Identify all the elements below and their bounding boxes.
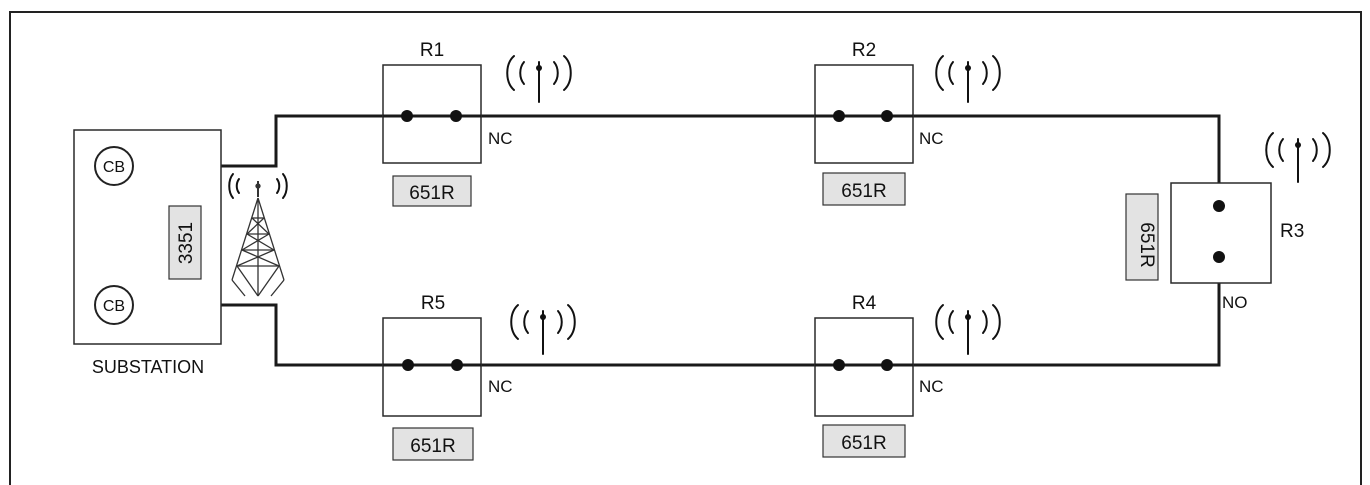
recloser-r5-label: R5 [421, 293, 445, 314]
recloser-r3-label: R3 [1280, 221, 1304, 242]
recloser-r3-model: 651R [1136, 222, 1157, 267]
recloser-r5-state: NC [488, 377, 513, 396]
recloser-r1-state: NC [488, 129, 513, 148]
recloser-r4-label: R4 [852, 293, 877, 314]
bottom-feeder-wire [140, 257, 1221, 367]
recloser-r4-state: NC [919, 377, 944, 396]
controller-tag [168, 205, 202, 280]
recloser-r4: R4 NC 651R [814, 293, 944, 458]
top-feeder-wire [140, 114, 1221, 206]
substation-label: SUBSTATION [92, 357, 204, 377]
outer-frame [9, 11, 1362, 485]
radio-antenna-icon [1265, 132, 1331, 183]
recloser-r2-model: 651R [841, 181, 886, 202]
recloser-r5-model: 651R [410, 436, 455, 457]
feeder-wiring [140, 114, 1255, 367]
recloser-r5: R5 NC 651R [382, 293, 513, 461]
circuit-breaker-bottom-label: CB [103, 298, 125, 315]
radio-antenna-icon [935, 55, 1001, 103]
recloser-r1-model: 651R [409, 183, 454, 204]
recloser-r2: R2 NC 651R [814, 40, 944, 206]
circuit-breaker-top: CB [94, 146, 134, 186]
radio-antenna-icon [510, 304, 576, 355]
recloser-r1-label: R1 [420, 40, 444, 61]
controller-label: 3351 [176, 222, 197, 264]
radio-antenna-icon [506, 55, 572, 103]
circuit-breaker-top-label: CB [103, 159, 125, 176]
recloser-r1: R1 NC 651R [382, 40, 513, 207]
recloser-r4-model: 651R [841, 433, 886, 454]
recloser-r3-state: NO [1222, 293, 1248, 312]
recloser-r2-state: NC [919, 129, 944, 148]
circuit-breaker-bottom: CB [94, 285, 134, 325]
radio-antenna-icon [935, 304, 1001, 355]
radio-tower-icon [228, 173, 288, 297]
substation: CB CB 3351 SUBSTATION [73, 129, 222, 377]
recloser-r3: R3 NO 651R [1125, 182, 1304, 312]
recloser-r2-label: R2 [852, 40, 876, 61]
